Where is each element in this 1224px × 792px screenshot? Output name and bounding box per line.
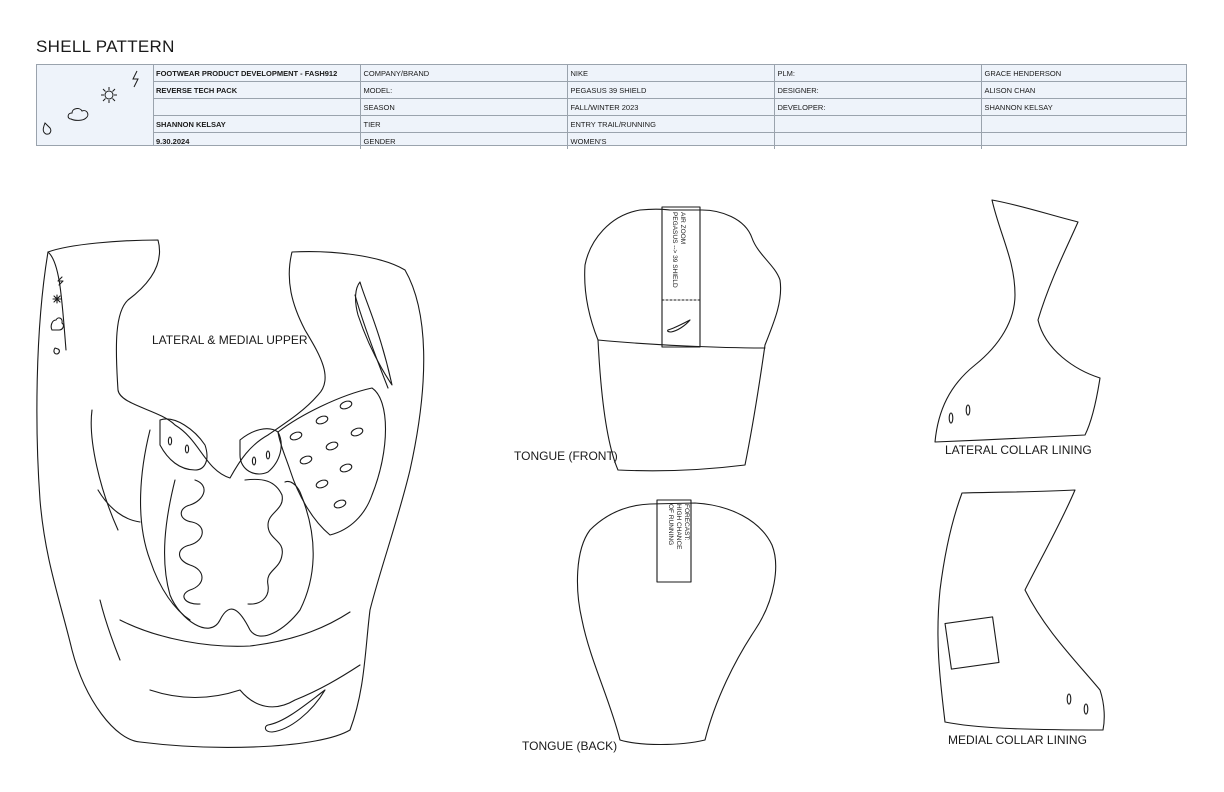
field-value: WOMEN'S [566, 132, 775, 149]
field-label: TIER [359, 115, 568, 133]
tab-line: FORECAST: [683, 504, 690, 541]
tongue-front-tab-text: AIR ZOOM PEGASUS --> 39 SHIELD [671, 212, 686, 288]
weather-logo [37, 65, 154, 145]
field-label: SEASON [359, 98, 568, 116]
tab-line: HIGH CHANCE [675, 504, 682, 550]
field-label: COMPANY/BRAND [359, 65, 568, 82]
sun-icon [52, 294, 62, 304]
tongue-front-piece [584, 206, 782, 472]
tech-pack-header: FOOTWEAR PRODUCT DEVELOPMENT - FASH912 C… [36, 64, 1187, 149]
field-label: DEVELOPER: [773, 98, 982, 116]
lateral-collar-piece [934, 199, 1101, 443]
header-table: FOOTWEAR PRODUCT DEVELOPMENT - FASH912 C… [153, 65, 1187, 149]
upper-pattern-piece [36, 239, 425, 748]
cloud-icon [67, 108, 89, 121]
date-cell: 9.30.2024 [153, 132, 361, 149]
doc-type-cell: REVERSE TECH PACK [153, 81, 361, 99]
swoosh-icon [667, 319, 691, 333]
table-row: SHANNON KELSAY TIER ENTRY TRAIL/RUNNING [153, 115, 1187, 133]
sun-icon [101, 87, 117, 103]
tab-line: PEGASUS --> 39 SHIELD [671, 212, 678, 288]
raindrop-icon [53, 347, 60, 355]
lateral-collar-label: LATERAL COLLAR LINING [945, 443, 1092, 457]
field-label: DESIGNER: [773, 81, 982, 99]
author-cell: SHANNON KELSAY [153, 115, 361, 133]
table-row: REVERSE TECH PACK MODEL: PEGASUS 39 SHIE… [153, 81, 1187, 99]
table-row: 9.30.2024 GENDER WOMEN'S [153, 132, 1187, 149]
medial-collar-piece [937, 489, 1105, 731]
field-value: NIKE [566, 65, 775, 82]
field-value: PEGASUS 39 SHIELD [566, 81, 775, 99]
table-row: FOOTWEAR PRODUCT DEVELOPMENT - FASH912 C… [153, 65, 1187, 82]
medial-collar-label: MEDIAL COLLAR LINING [948, 733, 1087, 747]
table-row: SEASON FALL/WINTER 2023 DEVELOPER: SHANN… [153, 98, 1187, 116]
cloud-icon [50, 317, 64, 331]
tab-line: AIR ZOOM [679, 212, 686, 244]
tongue-back-piece [576, 499, 777, 746]
field-value [980, 132, 1187, 149]
field-value: GRACE HENDERSON [980, 65, 1187, 82]
page-title: SHELL PATTERN [36, 37, 175, 56]
empty-cell [153, 98, 361, 116]
field-label: PLM: [773, 65, 982, 82]
field-value: ENTRY TRAIL/RUNNING [566, 115, 775, 133]
course-cell: FOOTWEAR PRODUCT DEVELOPMENT - FASH912 [153, 65, 361, 82]
upper-label: LATERAL & MEDIAL UPPER [152, 333, 308, 347]
tab-line: OF RUNNING [667, 504, 674, 545]
field-value [980, 115, 1187, 133]
raindrop-icon [42, 122, 52, 135]
field-value: SHANNON KELSAY [980, 98, 1187, 116]
field-value: ALISON CHAN [980, 81, 1187, 99]
field-label: GENDER [359, 132, 568, 149]
lightning-icon [57, 276, 64, 286]
field-label: MODEL: [359, 81, 568, 99]
lightning-icon [132, 70, 139, 88]
tongue-front-label: TONGUE (FRONT) [514, 449, 618, 463]
tongue-back-tab-text: FORECAST: HIGH CHANCE OF RUNNING [667, 504, 690, 550]
tongue-back-label: TONGUE (BACK) [522, 739, 618, 753]
field-label [773, 132, 982, 149]
field-label [773, 115, 982, 133]
field-value: FALL/WINTER 2023 [566, 98, 775, 116]
pattern-drawings: AIR ZOOM PEGASUS --> 39 SHIELD FORECAST:… [36, 199, 1105, 748]
